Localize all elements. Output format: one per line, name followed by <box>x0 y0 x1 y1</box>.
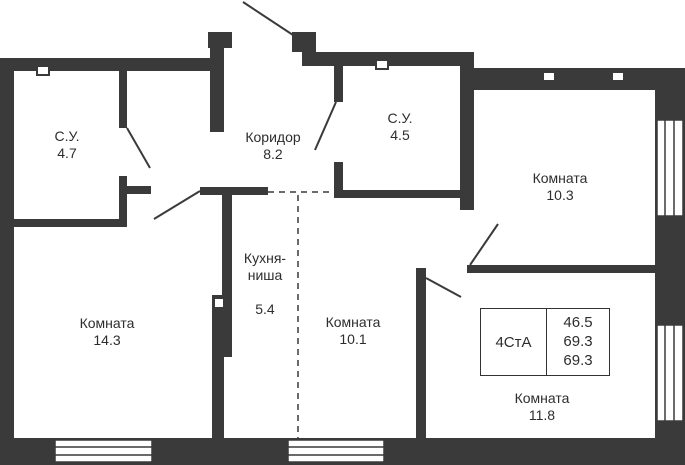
room-area: 10.1 <box>339 331 367 347</box>
room-name: С.У. <box>54 128 80 144</box>
wall-room1-bottom <box>467 265 657 273</box>
room-area: 8.2 <box>263 146 283 162</box>
wall-su1-bottom <box>14 219 127 227</box>
room-label-kitchen: Кухня- ниша 5.4 <box>244 233 286 335</box>
wall-su1-stub <box>119 176 127 226</box>
room-area: 11.8 <box>528 407 556 423</box>
room-name: Кухня- ниша <box>243 250 287 283</box>
room-label-corridor: Коридор 8.2 <box>245 129 300 163</box>
wall-su2-left <box>334 52 343 102</box>
apartment-summary-box: 4СтА 46.5 69.3 69.3 <box>480 308 610 376</box>
room-label-room-2: Комната 14.3 <box>80 315 135 349</box>
door-room4 <box>425 277 462 298</box>
vent-1 <box>36 65 50 76</box>
wall-left <box>0 58 14 464</box>
wall-kitchen-left <box>222 187 232 357</box>
wall-entry-right <box>292 32 316 52</box>
room-label-su-2: С.У. 4.5 <box>388 110 413 144</box>
vent-5 <box>213 297 225 309</box>
door-entry <box>242 1 297 38</box>
wall-su2-bottom <box>334 190 474 198</box>
area-value: 69.3 <box>563 352 593 369</box>
room-label-su-1: С.У. 4.7 <box>55 128 80 162</box>
area-value: 46.5 <box>563 314 593 331</box>
room-area: 14.3 <box>93 332 121 348</box>
room-name: Комната <box>325 314 381 330</box>
wall-kitchen-lower <box>212 295 224 445</box>
wall-room4-left <box>416 268 426 445</box>
room-label-room-4: Комната 11.8 <box>515 390 570 424</box>
vent-2 <box>375 59 389 70</box>
wall-kitchen-top <box>200 187 268 195</box>
room-name: С.У. <box>387 110 413 126</box>
open-boundaries <box>268 191 334 438</box>
door-room-left <box>153 190 201 220</box>
wall-su2-right <box>460 52 474 210</box>
window-right-top <box>656 119 684 217</box>
windows <box>54 119 684 463</box>
room-label-room-1: Комната 10.3 <box>533 170 588 204</box>
vent-3 <box>542 71 556 82</box>
walls <box>0 32 685 465</box>
room-area: 4.7 <box>57 145 77 161</box>
room-area: 4.5 <box>390 127 410 143</box>
wall-su1-stub-h <box>119 186 151 194</box>
room-name: Коридор <box>245 129 301 145</box>
vent-4 <box>611 71 625 82</box>
wall-corridor-post <box>210 32 224 132</box>
vent-marks <box>36 59 625 309</box>
wall-top-left <box>0 58 218 71</box>
wall-su1-right <box>119 58 127 128</box>
apartment-type: 4СтА <box>481 309 547 375</box>
wall-top-right <box>474 68 684 90</box>
window-bottom-left <box>54 439 153 463</box>
doors <box>126 1 499 298</box>
room-label-room-3: Комната 10.1 <box>326 314 381 348</box>
area-value: 69.3 <box>563 333 593 350</box>
window-bottom-mid <box>287 439 385 463</box>
room-area: 5.4 <box>255 301 275 317</box>
door-su2 <box>314 101 337 151</box>
apartment-areas: 46.5 69.3 69.3 <box>547 313 609 370</box>
room-name: Комната <box>532 170 588 186</box>
wall-su2-left-low <box>334 162 343 198</box>
room-name: Комната <box>514 390 570 406</box>
window-right-bottom <box>656 324 684 422</box>
room-area: 10.3 <box>546 187 574 203</box>
door-su1 <box>126 127 151 169</box>
room-name: Комната <box>79 315 135 331</box>
door-room1 <box>469 223 499 266</box>
